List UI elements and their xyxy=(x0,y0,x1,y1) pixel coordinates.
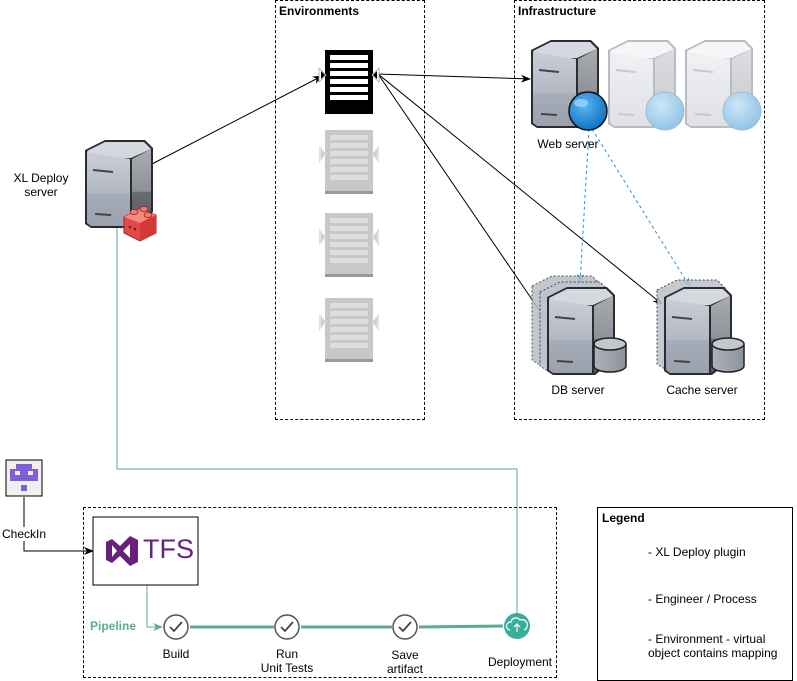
edge-environment-to-dbserver xyxy=(377,73,547,321)
deployment-label-line1: Deployment xyxy=(487,655,553,669)
legend-item-plugin: - XL Deploy plugin xyxy=(648,545,746,559)
edge-environment-to-webserver xyxy=(377,73,531,83)
build-label-line1: Build xyxy=(162,647,190,661)
pipeline-step-deployment-label: Deployment xyxy=(482,655,558,669)
visual-studio-logo-icon xyxy=(106,536,138,566)
engineer-icon[interactable] xyxy=(5,459,43,497)
environments-title: Environments xyxy=(279,4,360,18)
web-globe-faded-icon-2 xyxy=(722,91,762,131)
unit-tests-label-line1: Run xyxy=(275,647,298,661)
legend-environment-line1: - Environment - virtual xyxy=(648,632,766,646)
legend-title: Legend xyxy=(602,511,645,525)
infrastructure-title: Infrastructure xyxy=(518,4,597,18)
edge-tfs-to-build xyxy=(146,585,163,631)
edge-engineer-to-tfs xyxy=(23,497,94,555)
pipeline-step-save-artifact-label: Save artifact xyxy=(375,648,435,676)
db-server-icon[interactable] xyxy=(531,275,616,376)
edge-deployment-to-xldeploy xyxy=(113,219,518,614)
xl-deploy-server-label: XL Deploy server xyxy=(2,171,80,199)
edge-environment-to-cacheserver xyxy=(377,73,663,305)
legend-environment-line2: object contains mapping xyxy=(648,646,778,660)
pipeline-label: Pipeline xyxy=(90,619,137,633)
unit-tests-label-line2: Unit Tests xyxy=(260,661,314,675)
checkin-label: CheckIn xyxy=(0,527,48,541)
pipeline-step-build-label: Build xyxy=(146,647,206,661)
cache-server-label: Cache server xyxy=(666,383,738,397)
edge-xldeploy-to-environment xyxy=(149,75,323,166)
pipeline-group xyxy=(83,507,557,678)
web-globe-faded-icon-1 xyxy=(645,91,685,131)
web-globe-icon xyxy=(568,91,608,131)
legend: Legend - XL Deploy plugin - Engineer / P… xyxy=(597,507,793,681)
legend-item-engineer: - Engineer / Process xyxy=(648,592,757,606)
pipeline-step-deployment-icon[interactable] xyxy=(504,613,530,639)
pipeline-step-save-artifact-icon[interactable] xyxy=(392,614,418,640)
pipeline-track-3 xyxy=(418,624,504,629)
edge-webserver-to-cacheserver xyxy=(591,128,691,288)
edge-webserver-to-dbserver xyxy=(576,128,590,284)
pipeline-step-unit-tests-label: Run Unit Tests xyxy=(252,647,322,675)
xl-deploy-label-line2: server xyxy=(24,185,58,199)
xl-deploy-label-line1: XL Deploy xyxy=(13,171,69,185)
tfs-text: TFS xyxy=(143,534,194,564)
pipeline-step-build-icon[interactable] xyxy=(163,614,189,640)
environments-group: Environments xyxy=(275,0,425,420)
save-artifact-label-line1: Save xyxy=(391,648,419,662)
legend-item-environment: - Environment - virtual object contains … xyxy=(648,632,777,660)
web-server-label: Web server xyxy=(537,137,599,151)
save-artifact-label-line2: artifact xyxy=(386,662,423,676)
infrastructure-group: Infrastructure xyxy=(514,0,765,420)
pipeline-step-unit-tests-icon[interactable] xyxy=(274,614,300,640)
db-server-label: DB server xyxy=(551,383,605,397)
